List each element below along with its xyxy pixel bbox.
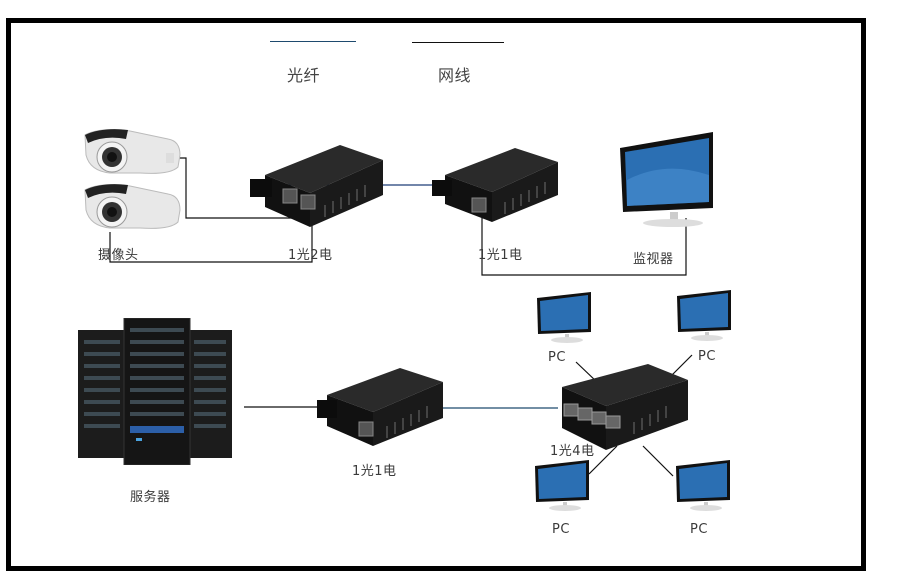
media-converter-icon <box>317 368 443 446</box>
legend-cable-line <box>412 42 504 43</box>
pc-monitor-icon <box>537 292 591 343</box>
servers-label: 服务器 <box>130 490 171 505</box>
server-rack-icon <box>78 318 232 465</box>
pc-monitor-icon <box>676 460 730 511</box>
converter-1f1e-bottom-label: 1光1电 <box>352 464 397 479</box>
cameras-label: 摄像头 <box>98 248 139 263</box>
legend-fiber-label: 光纤 <box>287 66 321 85</box>
converter-1f2e-label: 1光2电 <box>288 248 333 263</box>
security-camera-icon <box>84 184 181 229</box>
media-converter-icon <box>250 145 383 227</box>
monitor-icon <box>620 132 713 227</box>
pc-label: PC <box>552 522 570 537</box>
converter-1f1e-top-label: 1光1电 <box>478 248 523 263</box>
legend-cable-label: 网线 <box>438 66 472 85</box>
pc-label: PC <box>698 349 716 364</box>
switch-1f4e-label: 1光4电 <box>550 444 595 459</box>
diagram-frame <box>6 18 866 571</box>
fiber-switch-icon <box>562 364 688 450</box>
monitor-label: 监视器 <box>633 252 674 267</box>
pc-label: PC <box>690 522 708 537</box>
legend-fiber-line <box>270 41 356 42</box>
pc-monitor-icon <box>677 290 731 341</box>
pc-label: PC <box>548 350 566 365</box>
security-camera-icon <box>84 129 181 174</box>
media-converter-icon <box>432 148 558 222</box>
pc-monitor-icon <box>535 460 589 511</box>
